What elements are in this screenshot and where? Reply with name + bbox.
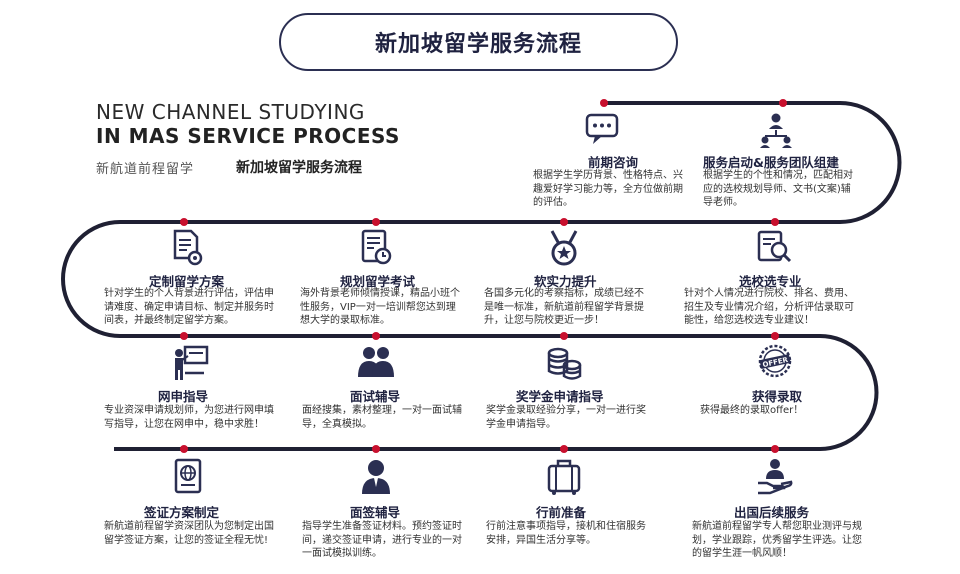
track-dot <box>372 218 380 226</box>
medal-icon <box>544 228 584 268</box>
step-title: 签证方案制定 <box>144 505 220 520</box>
step-description: 针对学生的个人背景进行评估，评估申请难度、确定申请目标、制定并服务时间表，并最终… <box>104 288 274 326</box>
track-dot <box>372 445 380 453</box>
step-description: 根据学生学历背景、性格特点、兴趣爱好学习能力等，全方位做前期的评估。 <box>533 170 683 208</box>
step-title: 奖学金申请指导 <box>516 389 604 404</box>
track-line <box>61 101 902 451</box>
page-title: 新加坡留学服务流程 <box>279 13 678 71</box>
chat-bubble-icon <box>583 110 623 150</box>
step-title: 面试辅导 <box>350 389 401 404</box>
step-title: 选校选专业 <box>739 274 802 289</box>
track-dot <box>180 218 188 226</box>
track-dot <box>560 218 568 226</box>
suitcase-icon <box>544 457 584 497</box>
step-title: 行前准备 <box>536 505 587 520</box>
track-dot <box>779 99 787 107</box>
team-network-icon <box>756 110 796 150</box>
step-description: 各国多元化的考察指标，成绩已经不是唯一标准，新航道前程留学背景提升，让您与院校更… <box>484 288 644 326</box>
step-title: 前期咨询 <box>588 155 639 170</box>
brand-english-line-1: NEW CHANNEL STUDYING <box>96 100 365 124</box>
step-description: 新航道前程留学资深团队为您制定出国留学签证方案，让您的签证全程无忧! <box>104 521 274 546</box>
people-group-icon <box>356 343 396 383</box>
coins-stack-icon <box>544 343 584 383</box>
step-title: 规划留学考试 <box>340 274 416 289</box>
step-title: 软实力提升 <box>534 274 597 289</box>
step-description: 专业资深申请规划师，为您进行网申填写指导，让您在网申中，稳中求胜！ <box>104 405 274 430</box>
track-dot <box>560 445 568 453</box>
track-dot <box>771 218 779 226</box>
svg-text:OFFER: OFFER <box>762 356 789 369</box>
step-title: 服务启动&服务团队组建 <box>703 155 839 170</box>
track-dot <box>560 332 568 340</box>
offer-stamp-icon: OFFER <box>755 343 795 383</box>
step-description: 指导学生准备签证材料。预约签证时间，递交签证申请，进行专业的一对一面试模拟训练。 <box>302 521 462 559</box>
brand-chinese-name: 新航道前程留学 <box>96 162 195 177</box>
step-description: 根据学生的个性和情况，匹配相对应的选校规划导师、文书(文案)辅导老师。 <box>703 170 853 208</box>
step-description: 获得最终的录取offer！ <box>700 405 804 416</box>
track-dot <box>771 445 779 453</box>
step-title: 出国后续服务 <box>734 505 810 520</box>
document-gear-icon <box>166 228 206 268</box>
step-title: 定制留学方案 <box>149 274 225 289</box>
track-dot <box>372 332 380 340</box>
hand-person-icon <box>755 457 795 497</box>
search-list-icon <box>755 228 795 268</box>
brand-chinese-subtitle: 新加坡留学服务流程 <box>236 160 362 176</box>
step-title: 面签辅导 <box>350 505 401 520</box>
step-description: 面经搜集，素材整理，一对一面试辅导，全真模拟。 <box>302 405 462 430</box>
step-description: 海外背景老师倾情授课，精品小班个性服务，VIP一对一培训帮您达到理想大学的录取标… <box>300 288 460 326</box>
step-description: 针对个人情况进行院校、排名、费用、招生及专业情况介绍，分析评估录取可能性，给您选… <box>684 288 854 326</box>
passport-icon <box>168 457 208 497</box>
track-dot <box>600 99 608 107</box>
interviewer-icon <box>356 457 396 497</box>
step-description: 新航道前程留学专人帮您职业测评与规划，学业跟踪，优秀留学生评选。让您的留学生涯一… <box>692 521 862 559</box>
step-title: 网申指导 <box>158 389 209 404</box>
step-description: 行前注意事项指导，接机和住宿服务安排，异国生活分享等。 <box>486 521 646 546</box>
brand-english-line-2: IN MAS SERVICE PROCESS <box>96 124 400 148</box>
presenter-board-icon <box>170 343 210 383</box>
step-description: 奖学金录取经验分享，一对一进行奖学金申请指导。 <box>486 405 646 430</box>
track-dots <box>180 99 787 453</box>
exam-clock-icon <box>356 228 396 268</box>
track-dot <box>180 445 188 453</box>
track-dot <box>180 332 188 340</box>
step-title: 获得录取 <box>752 389 803 404</box>
track-dot <box>771 332 779 340</box>
